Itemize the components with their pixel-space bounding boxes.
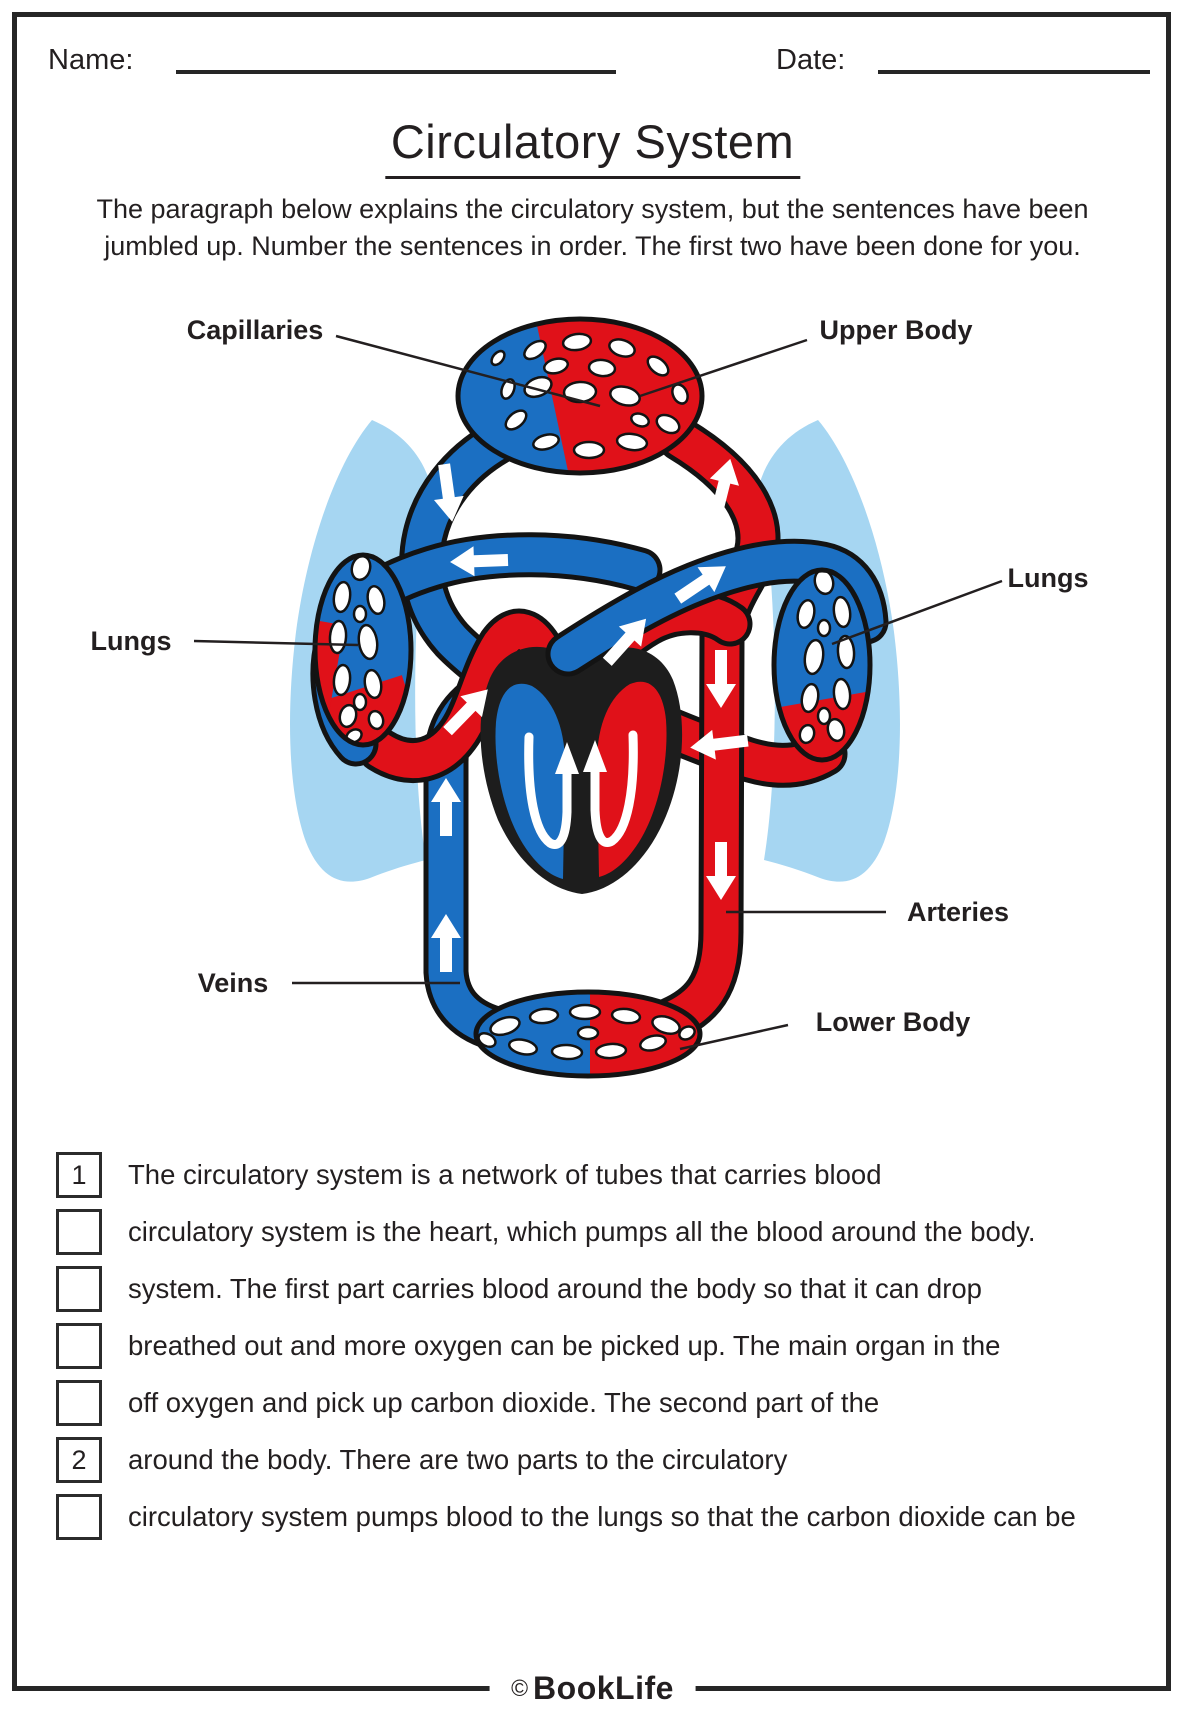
sentence-text: circulatory system pumps blood to the lu… (128, 1501, 1076, 1532)
lungs-right-pointer-line (831, 579, 1003, 646)
label-veins: Veins (198, 968, 269, 998)
brand-name: BookLife (533, 1669, 674, 1706)
upper-body-capillaries (455, 316, 705, 476)
label-lines (193, 334, 1003, 1051)
circulatory-svg: Capillaries Upper Body Lungs Lungs Arter… (91, 315, 1089, 1079)
sentence-text: around the body. There are two parts to … (128, 1444, 788, 1475)
sequence-number-box[interactable]: 2 (56, 1437, 102, 1483)
left-lung-capillaries (312, 552, 414, 748)
sentence-row: 2 around the body. There are two parts t… (56, 1437, 787, 1483)
sentence-text: system. The first part carries blood aro… (128, 1273, 982, 1304)
sentence-text: breathed out and more oxygen can be pick… (128, 1330, 1001, 1361)
sequence-number-box[interactable] (56, 1209, 102, 1255)
upper-body-pointer-line (639, 338, 808, 398)
sequence-number-box[interactable]: 1 (56, 1152, 102, 1198)
sentence-row: 1 The circulatory system is a network of… (56, 1152, 882, 1198)
pulmonary-artery-right (545, 538, 889, 677)
sentence-list: 1 The circulatory system is a network of… (56, 1152, 1076, 1551)
label-lungs-left: Lungs (91, 626, 172, 656)
sentence-row: off oxygen and pick up carbon dioxide. T… (56, 1380, 879, 1426)
circulatory-diagram: Capillaries Upper Body Lungs Lungs Arter… (80, 292, 1110, 1082)
name-input-line[interactable] (176, 70, 616, 74)
lungs-left-pointer-line (193, 639, 359, 647)
instructions-line-1: The paragraph below explains the circula… (96, 194, 1089, 224)
sentence-text: The circulatory system is a network of t… (128, 1159, 882, 1190)
date-input-line[interactable] (878, 70, 1150, 74)
heart-flow-arrow-red (590, 730, 638, 847)
sentence-text: off oxygen and pick up carbon dioxide. T… (128, 1387, 880, 1418)
instructions: The paragraph below explains the circula… (30, 191, 1155, 265)
sequence-number-box[interactable] (56, 1494, 102, 1540)
sentence-text: circulatory system is the heart, which p… (128, 1216, 1036, 1247)
sequence-number-box[interactable] (56, 1380, 102, 1426)
capillaries-pointer-line (335, 334, 601, 408)
heart-flow-arrow-blue (524, 732, 572, 849)
heart-flow-arrowhead-blue (555, 742, 579, 774)
sequence-number-box[interactable] (56, 1266, 102, 1312)
sentence-row: breathed out and more oxygen can be pick… (56, 1323, 1000, 1369)
instructions-line-2: jumbled up. Number the sentences in orde… (104, 231, 1081, 261)
label-capillaries: Capillaries (187, 315, 324, 345)
page-title: Circulatory System (384, 114, 801, 179)
label-arteries: Arteries (907, 897, 1009, 927)
heart-flow-arrowhead-red (583, 740, 607, 772)
name-label: Name: (48, 44, 134, 76)
copyright-icon: © (511, 1674, 529, 1701)
heart (480, 646, 683, 894)
footer-logo: ©BookLife (489, 1666, 696, 1710)
label-lungs-right: Lungs (1008, 563, 1089, 593)
lower-body-pointer-line (679, 1023, 789, 1051)
lower-body-capillaries (473, 989, 703, 1079)
sentence-row: circulatory system pumps blood to the lu… (56, 1494, 1076, 1540)
artery-tube (647, 416, 781, 1043)
label-lower-body: Lower Body (816, 1007, 971, 1037)
sentence-row: system. The first part carries blood aro… (56, 1266, 982, 1312)
sentence-row: circulatory system is the heart, which p… (56, 1209, 1035, 1255)
label-upper-body: Upper Body (819, 315, 972, 345)
date-label: Date: (776, 44, 846, 76)
sequence-number-box[interactable] (56, 1323, 102, 1369)
